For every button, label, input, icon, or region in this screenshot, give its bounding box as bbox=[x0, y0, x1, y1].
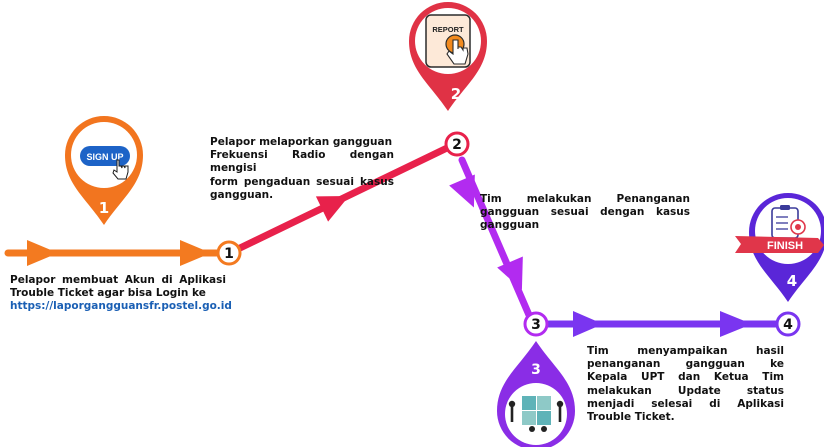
step-2-description: Pelapor melaporkan gangguan Frekuensi Ra… bbox=[210, 136, 394, 202]
pointer-hand-icon bbox=[112, 159, 129, 180]
arrow-head-violet-2 bbox=[497, 256, 523, 290]
step-2-desc-line-3: form pengaduan sesuai kasus bbox=[210, 175, 394, 188]
checklist-target-icon bbox=[771, 205, 806, 239]
step-3-desc-line-2: gangguan sesuai dengan kasus bbox=[480, 206, 690, 219]
step-pin-2-number: 2 bbox=[451, 85, 461, 103]
arrow-heads bbox=[27, 174, 752, 337]
report-button-icon: REPORT bbox=[425, 14, 471, 68]
finish-badge-text: FINISH bbox=[767, 240, 803, 252]
step-pin-3: 3 bbox=[497, 341, 575, 447]
step-2-desc-line-4: gangguan. bbox=[210, 188, 274, 201]
step-node-4-label: 4 bbox=[783, 317, 793, 333]
arrow-head-orange-1 bbox=[27, 240, 58, 266]
arrow-head-violet bbox=[449, 174, 475, 208]
step-1-desc-line-2: Trouble Ticket agar bisa Login ke bbox=[10, 287, 206, 300]
step-pin-1: SIGN UP 1 bbox=[65, 116, 143, 225]
arrow-head-purple-2 bbox=[720, 311, 752, 337]
step-1-description: Pelapor membuat Akun di Aplikasi Trouble… bbox=[10, 274, 232, 314]
sign-up-button-icon: SIGN UP bbox=[80, 146, 130, 180]
arrow-head-orange-2 bbox=[180, 240, 211, 266]
pointer-finger-icon bbox=[446, 39, 469, 65]
step-4-desc-line-3: Kepala UPT dan Ketua Tim bbox=[587, 371, 784, 384]
step-node-2-label: 2 bbox=[452, 137, 462, 153]
step-node-4: 4 bbox=[775, 311, 801, 337]
step-pin-4-number: 4 bbox=[787, 272, 797, 290]
step-3-desc-line-1: Tim melakukan Penanganan bbox=[480, 193, 690, 205]
step-pin-4: FINISH 4 bbox=[735, 193, 824, 302]
step-1-desc-line-1: Pelapor membuat Akun di Aplikasi bbox=[10, 274, 226, 286]
step-1-link[interactable]: https://laporgangguansfr.postel.go.id bbox=[10, 300, 232, 313]
arrow-head-red bbox=[315, 195, 350, 222]
step-node-2: 2 bbox=[444, 131, 470, 157]
step-2-desc-line-2: Frekuensi Radio dengan mengisi bbox=[210, 149, 394, 175]
finish-ribbon: FINISH bbox=[735, 236, 824, 253]
step-4-desc-line-6: Trouble Ticket. bbox=[587, 411, 675, 424]
step-node-3: 3 bbox=[523, 311, 549, 337]
step-4-desc-line-1: Tim menyampaikan hasil bbox=[587, 345, 784, 357]
arrow-head-purple-1 bbox=[573, 311, 603, 337]
team-puzzle-icon bbox=[508, 396, 564, 432]
sign-up-badge-text: SIGN UP bbox=[86, 152, 123, 162]
step-3-description: Tim melakukan Penanganan gangguan sesuai… bbox=[480, 193, 690, 233]
step-pin-1-number: 1 bbox=[99, 199, 109, 217]
step-4-desc-line-2: penanganan gangguan ke bbox=[587, 358, 784, 371]
step-pin-2: REPORT 2 bbox=[409, 2, 487, 111]
step-node-1-label: 1 bbox=[224, 246, 234, 262]
step-4-desc-line-4: melakukan Update status bbox=[587, 384, 784, 397]
step-2-desc-line-1: Pelapor melaporkan gangguan bbox=[210, 136, 393, 148]
step-3-desc-line-3: gangguan bbox=[480, 219, 540, 232]
step-4-desc-line-5: menjadi selesai di Aplikasi bbox=[587, 397, 784, 410]
step-node-1: 1 bbox=[216, 240, 242, 266]
step-node-3-label: 3 bbox=[531, 317, 541, 333]
report-badge-text: REPORT bbox=[432, 25, 464, 34]
step-pin-3-number: 3 bbox=[531, 362, 541, 378]
step-4-description: Tim menyampaikan hasil penanganan ganggu… bbox=[587, 345, 784, 424]
